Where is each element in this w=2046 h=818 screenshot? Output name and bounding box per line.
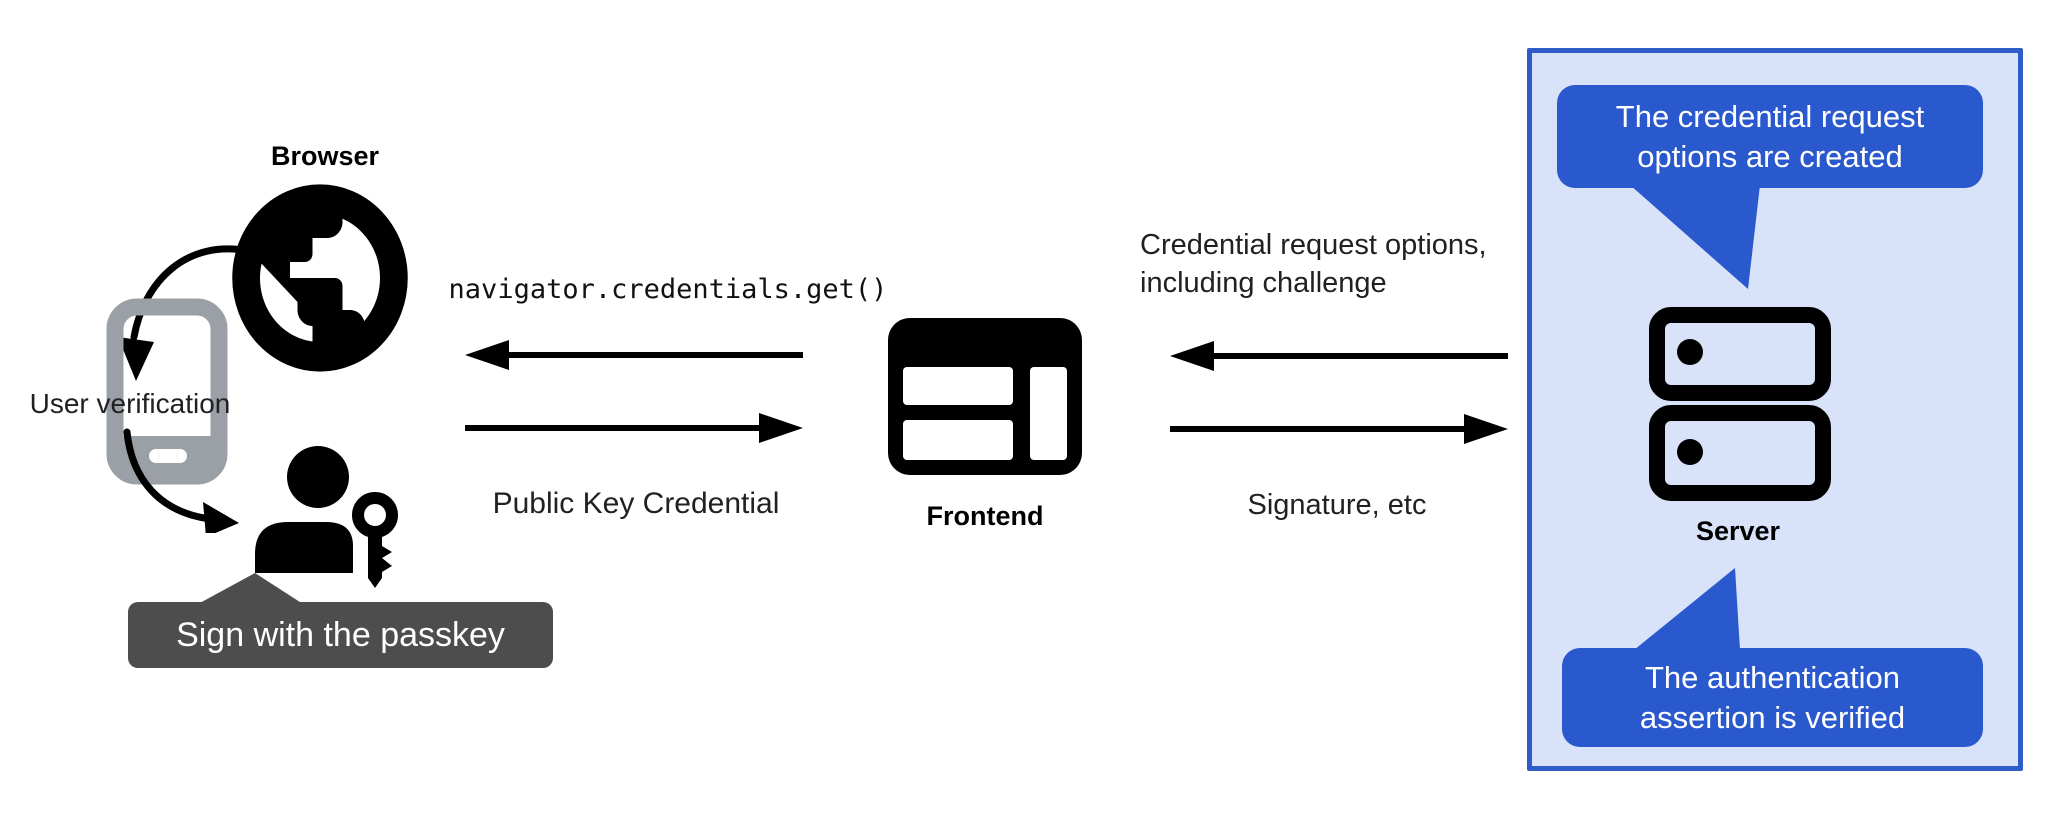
browser-window-icon (888, 318, 1082, 475)
credential-request-options-label: Credential request options, including ch… (1140, 226, 1560, 302)
browser-label: Browser (270, 140, 380, 171)
callout-tail-up (1634, 568, 1740, 650)
speech-bubble-tail (198, 573, 303, 604)
public-key-credential-label: Public Key Credential (492, 487, 780, 520)
assertion-verified-callout: The authentication assertion is verified (1562, 648, 1983, 747)
globe-icon (232, 184, 408, 372)
callout-top-line1: The credential request (1615, 98, 1925, 134)
server-icon (1649, 307, 1831, 501)
curved-arrow-right-icon (123, 428, 239, 533)
frontend-label: Frontend (926, 500, 1044, 531)
sign-with-passkey-bubble: Sign with the passkey (128, 602, 553, 668)
callout-tail-down (1630, 185, 1760, 289)
credential-request-options-line1: Credential request options, (1140, 229, 1487, 261)
credential-options-created-callout: The credential request options are creat… (1557, 85, 1983, 188)
navigator-credentials-get-label: navigator.credentials.get() (448, 273, 888, 305)
user-verification-label: User verification (29, 388, 231, 419)
arrow-left-icon (465, 340, 803, 370)
arrow-right-icon (1170, 414, 1508, 444)
callout-bottom-line1: The authentication (1644, 659, 1901, 695)
arrow-right-icon (465, 413, 803, 443)
sign-with-passkey-text: Sign with the passkey (176, 615, 505, 654)
callout-bottom-line2: assertion is verified (1639, 699, 1906, 735)
server-label: Server (1695, 515, 1781, 546)
arrow-left-icon (1170, 341, 1508, 371)
curved-arrow-down-icon (118, 245, 252, 381)
signature-etc-label: Signature, etc (1247, 488, 1427, 521)
passkey-person-icon (255, 446, 398, 588)
credential-request-options-line2: including challenge (1140, 267, 1387, 299)
callout-top-line2: options are created (1637, 138, 1903, 174)
